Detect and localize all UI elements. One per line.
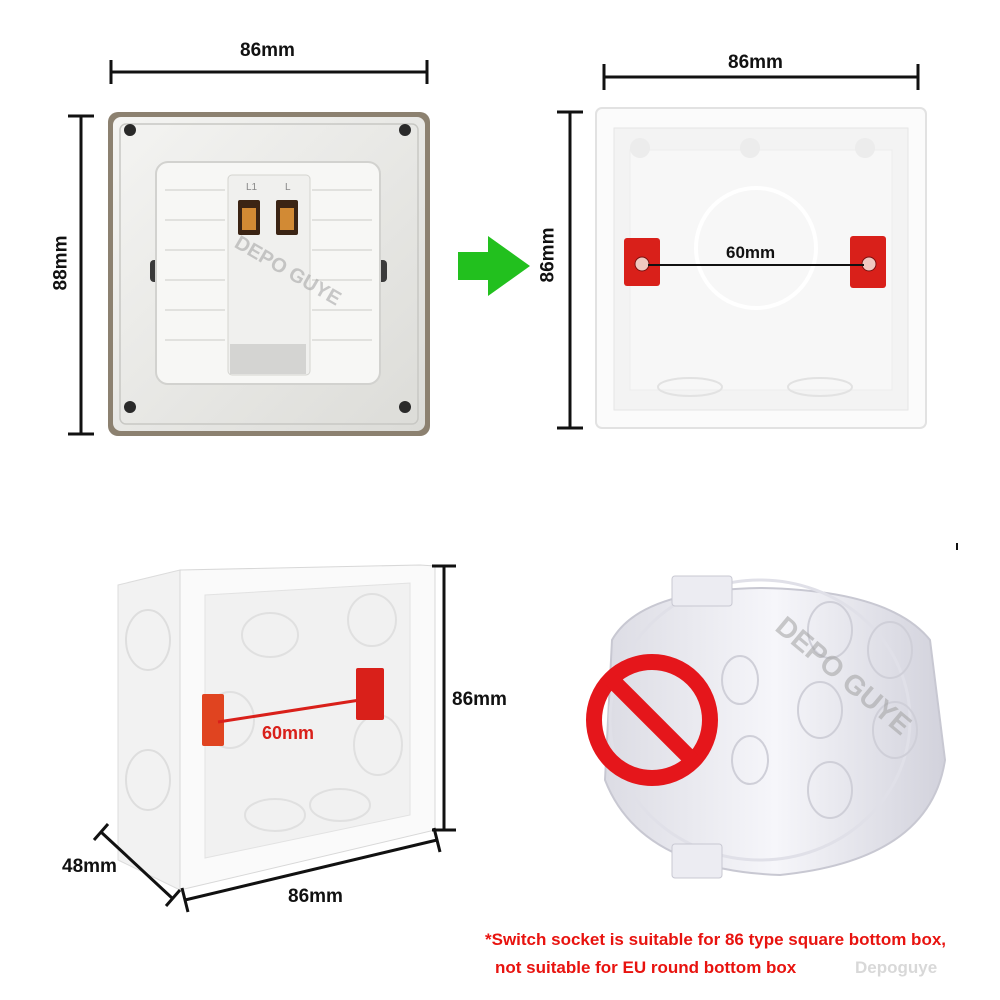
terminal-label-l1: L1 — [246, 182, 258, 193]
box-front-width-label: 86mm — [728, 52, 783, 73]
compatibility-note-line2: not suitable for EU round bottom box — [495, 958, 797, 977]
box-angle-depth-label: 48mm — [62, 856, 117, 877]
compatibility-note-line1: *Switch socket is suitable for 86 type s… — [485, 930, 947, 949]
brand-watermark: Depoguye — [855, 958, 938, 977]
prohibited-icon — [586, 654, 718, 786]
box-angle-width-label: 86mm — [288, 886, 343, 907]
box-angle-hole-spacing-label: 60mm — [262, 723, 315, 743]
terminal-label-l: L — [285, 182, 291, 193]
box-angle-height-label: 86mm — [452, 689, 507, 710]
tick-mark — [956, 543, 958, 550]
socket-width-label: 86mm — [240, 40, 295, 61]
box-front-hole-spacing-label: 60mm — [726, 243, 776, 262]
